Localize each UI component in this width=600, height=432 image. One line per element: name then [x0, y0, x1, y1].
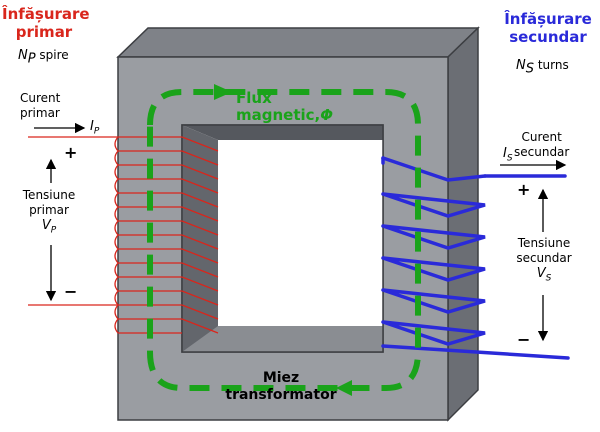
secondary-turns-word: turns	[537, 58, 569, 72]
window-inner-left	[182, 125, 218, 352]
primary-current-letter: I	[90, 119, 94, 134]
primary-voltage-line2: primar	[29, 203, 69, 217]
secondary-turns-sub: S	[525, 61, 534, 77]
secondary-title: Înfășurare secundar	[500, 10, 596, 46]
core-top-face	[116, 27, 480, 58]
flux-line1: Flux	[236, 89, 272, 107]
primary-current-line1: Curent	[20, 91, 61, 105]
flux-line2-wrap: magnetic,Φ	[236, 107, 333, 124]
core-side-face	[447, 26, 479, 422]
core-line1: Miez	[262, 370, 300, 386]
primary-title-line1: Înfășurare	[2, 5, 90, 23]
flux-symbol: Φ	[320, 106, 334, 124]
primary-title-line2: primar	[15, 23, 73, 41]
secondary-current-line2: secundar	[514, 145, 570, 159]
window-outline	[181, 124, 384, 353]
secondary-plus: +	[517, 180, 531, 199]
secondary-current-label: Curent secundar	[514, 130, 569, 160]
secondary-voltage-line1: Tensiune	[517, 236, 571, 250]
secondary-turns-symbol: N	[516, 58, 526, 73]
secondary-voltage-symbol: VS	[506, 266, 582, 287]
secondary-title-line2: secundar	[509, 28, 587, 46]
primary-current-symbol: IP	[90, 119, 99, 137]
primary-voltage-line1: Tensiune	[22, 188, 76, 202]
secondary-voltage-line2: secundar	[516, 251, 572, 265]
flux-line2: magnetic,	[236, 106, 321, 124]
primary-current-line2: primar	[20, 106, 60, 120]
secondary-voltage-letter: V	[536, 266, 546, 281]
primary-voltage-sub: P	[50, 225, 57, 236]
window-back-opening	[218, 140, 383, 326]
secondary-turns-label: NS turns	[516, 58, 569, 76]
secondary-current-symbol: IS	[503, 146, 513, 164]
primary-turns-sub: P	[27, 51, 36, 67]
primary-plus: +	[64, 143, 78, 162]
flux-arrow-bottom	[336, 380, 352, 396]
flux-loop	[147, 89, 421, 391]
secondary-current-sub: S	[506, 153, 513, 164]
primary-voltage-label: Tensiune primar VP	[4, 188, 94, 239]
primary-voltage-letter: V	[41, 218, 51, 233]
window-inner-floor	[182, 326, 383, 352]
primary-current-sub: P	[93, 126, 100, 137]
core-label: Miez transformator	[206, 370, 356, 404]
primary-turns-word: spire	[39, 48, 69, 62]
secondary-current-line1: Curent	[521, 130, 562, 144]
primary-turns-symbol: N	[18, 48, 28, 63]
secondary-current-letter: I	[503, 146, 507, 161]
flux-label: Flux magnetic,Φ	[236, 90, 333, 124]
secondary-minus: −	[517, 330, 531, 349]
primary-turns-label: NP spire	[18, 48, 69, 66]
secondary-voltage-sub: S	[545, 273, 552, 284]
flux-arrow-top	[214, 84, 232, 100]
window-inner-top	[182, 125, 383, 140]
primary-voltage-symbol: VP	[4, 218, 94, 239]
secondary-voltage-label: Tensiune secundar VS	[506, 236, 582, 287]
primary-minus: −	[64, 282, 78, 301]
primary-current-label: Curent primar	[20, 91, 60, 121]
secondary-title-line1: Înfășurare	[504, 10, 592, 28]
core-line2: transformator	[225, 387, 337, 403]
primary-title: Înfășurare primar	[2, 5, 90, 41]
